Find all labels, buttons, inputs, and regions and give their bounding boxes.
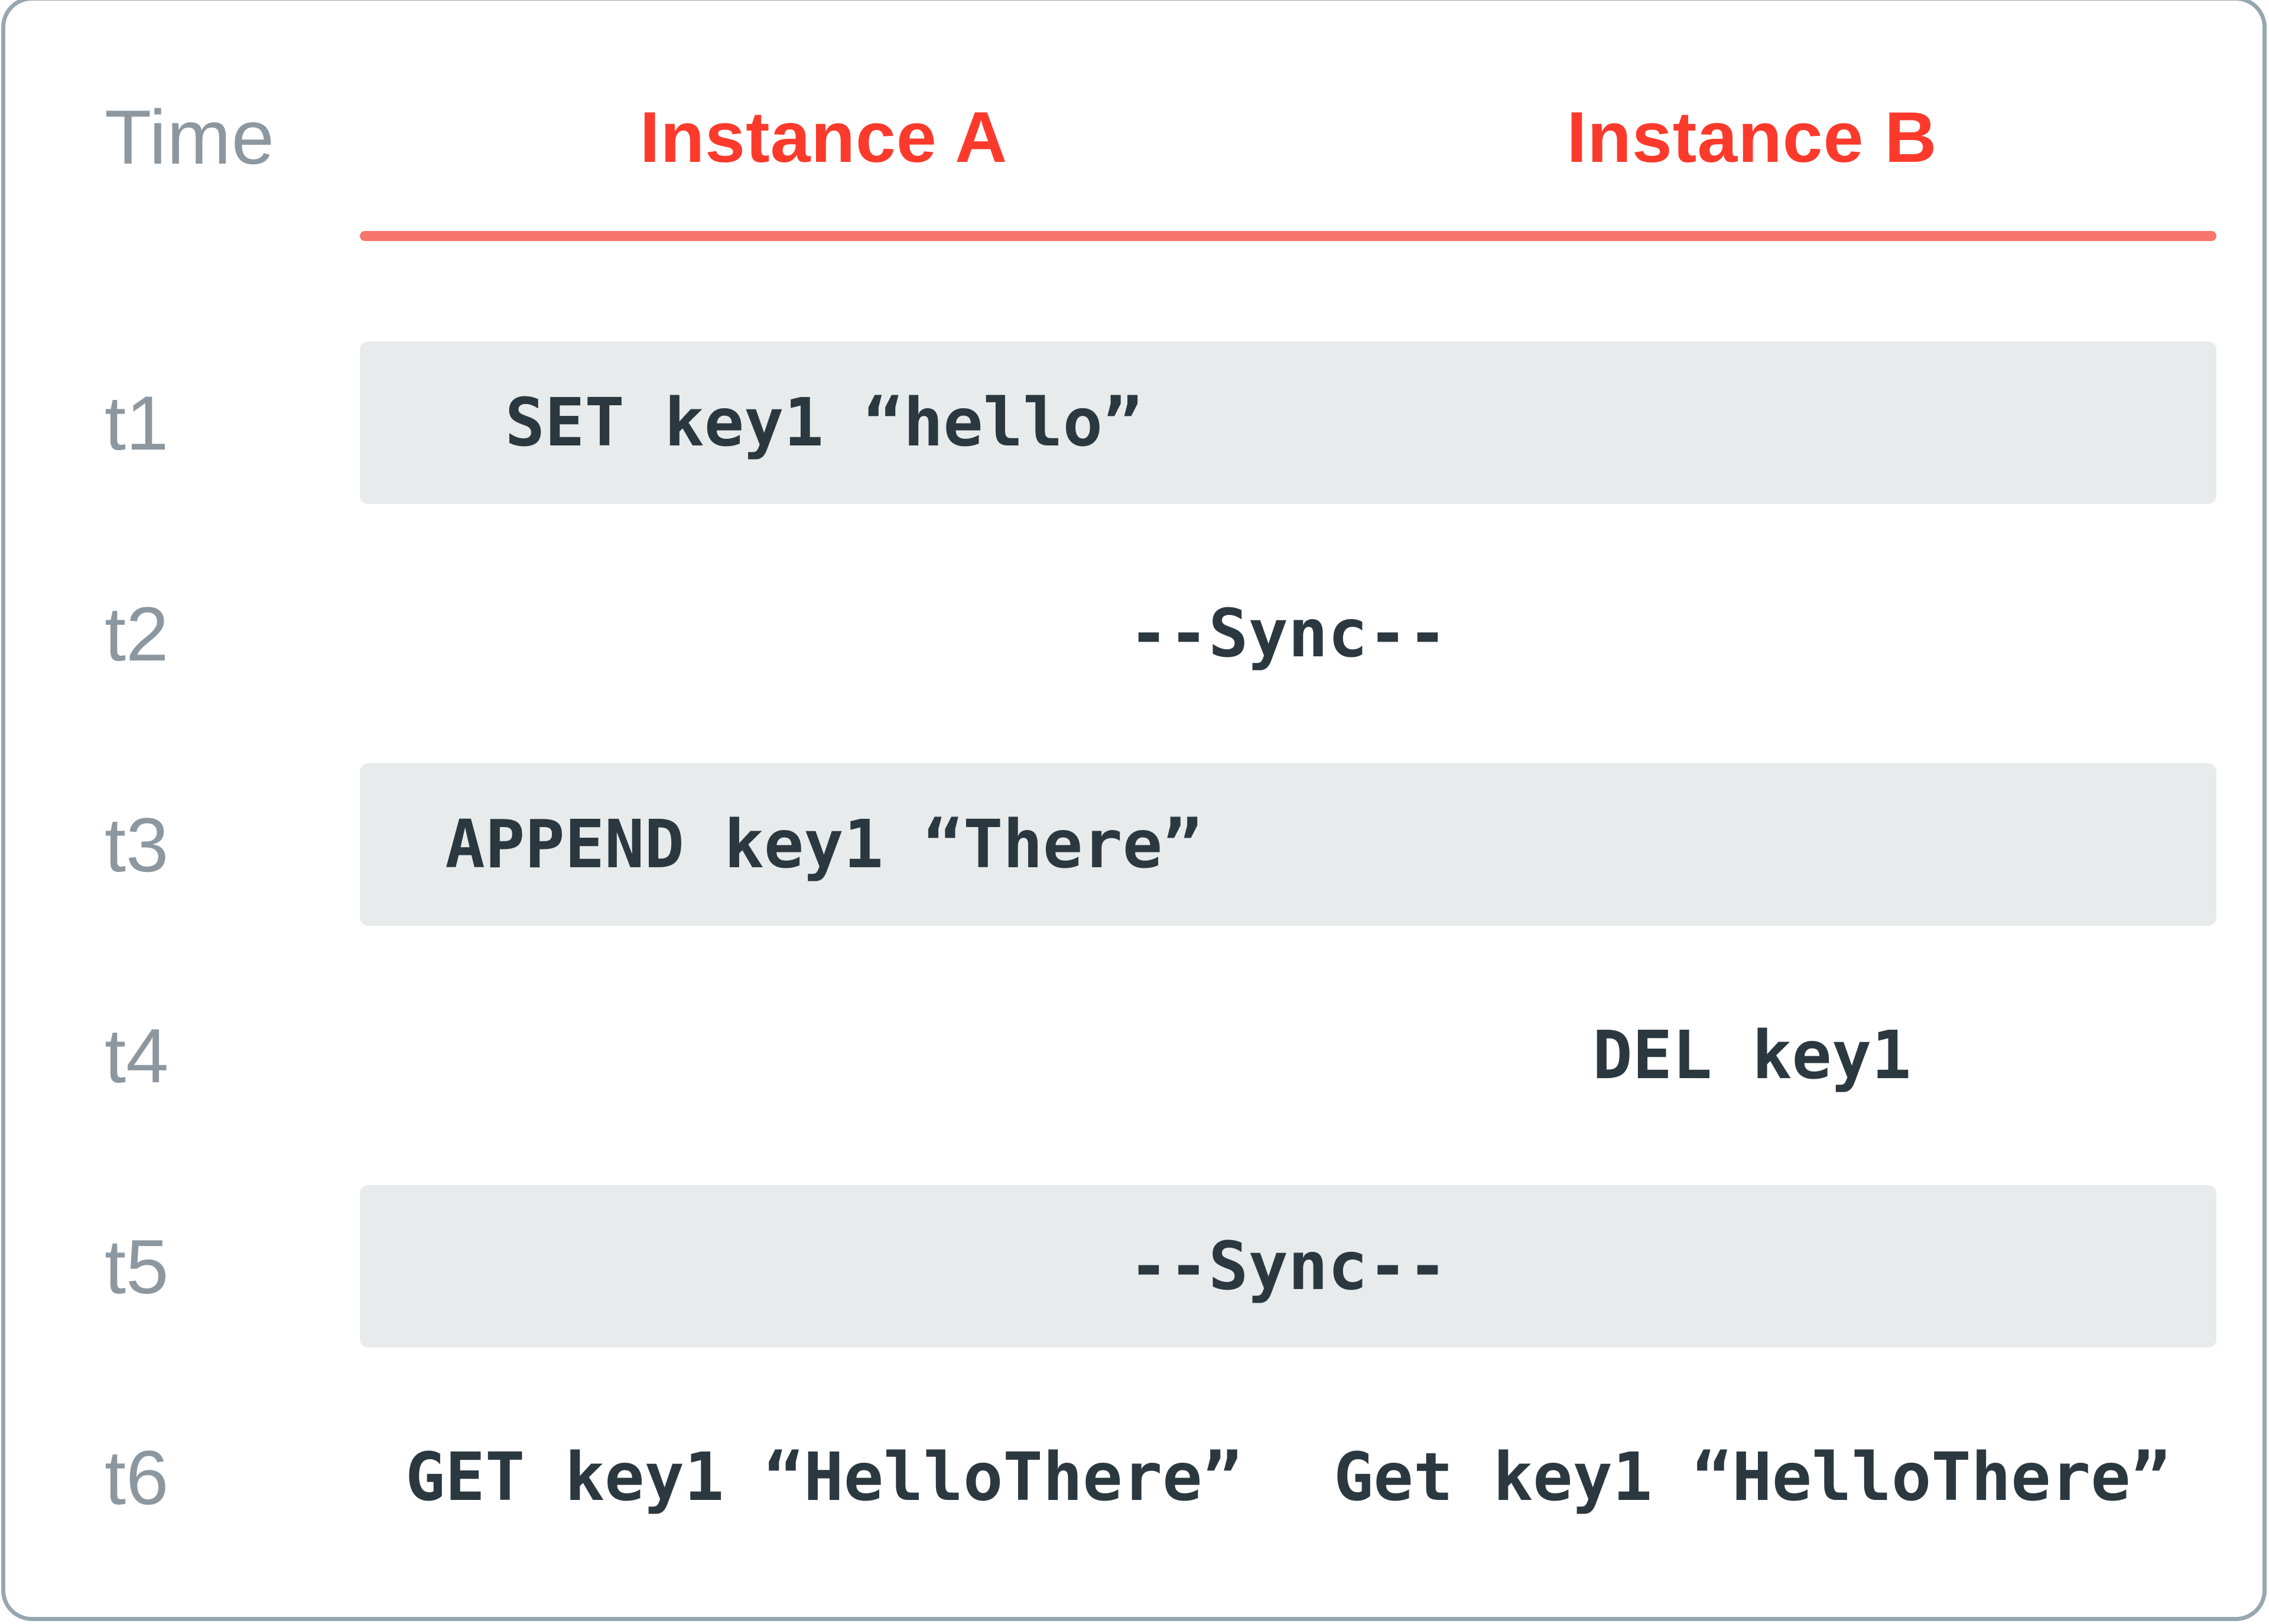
sync-event-label: --Sync-- [1129, 1228, 1448, 1305]
instance-b-header: Instance B [1566, 97, 1938, 177]
timeline-row-t1: t1 SET key1 “hello” [5, 317, 2263, 528]
row-band [360, 1185, 2216, 1348]
timeline-rows: t1 SET key1 “hello” t2 --Sync-- t3 APPEN… [5, 317, 2263, 1583]
time-step-label: t6 [105, 1434, 169, 1521]
time-column-header: Time [105, 94, 275, 180]
command-instance-a: SET key1 “hello” [505, 384, 1143, 461]
command-instance-a: APPEND key1 “There” [445, 806, 1202, 883]
timeline-row-t5: t5 --Sync-- [5, 1161, 2263, 1372]
timeline-row-t3: t3 APPEND key1 “There” [5, 739, 2263, 950]
command-instance-b: Get key1 “HelloThere” [1333, 1439, 2171, 1516]
sync-event-label: --Sync-- [1129, 595, 1448, 672]
command-instance-a: GET key1 “HelloThere” [405, 1439, 1243, 1516]
row-band [360, 763, 2216, 926]
header-underline [360, 231, 2216, 241]
time-step-label: t1 [105, 379, 169, 466]
time-step-label: t2 [105, 590, 169, 677]
time-step-label: t5 [105, 1223, 169, 1310]
timeline-header: Time Instance A Instance B [5, 1, 2263, 317]
timeline-row-t6: t6 GET key1 “HelloThere” Get key1 “Hello… [5, 1372, 2263, 1583]
command-instance-b: DEL key1 [1592, 1017, 1912, 1094]
instance-a-header: Instance A [639, 97, 1008, 177]
timeline-row-t2: t2 --Sync-- [5, 528, 2263, 739]
timeline-row-t4: t4 DEL key1 [5, 950, 2263, 1161]
time-step-label: t3 [105, 801, 169, 888]
time-step-label: t4 [105, 1012, 169, 1099]
row-band [360, 341, 2216, 504]
